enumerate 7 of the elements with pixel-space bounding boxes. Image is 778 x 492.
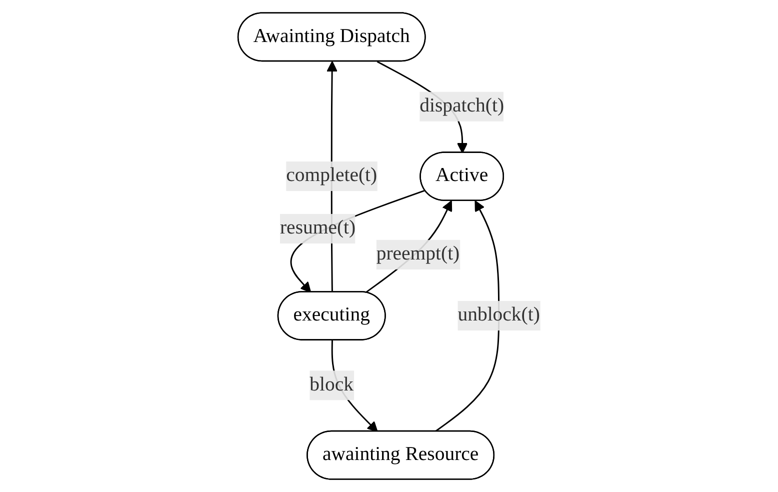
arrow [434,200,500,432]
edge-label: complete(t) [286,165,378,186]
edge-label: resume(t) [280,218,356,239]
edge-label: preempt(t) [376,244,460,265]
edge-label: dispatch(t) [420,96,504,116]
edge-label: block [310,374,354,396]
edge-label: unblock(t) [458,304,540,326]
